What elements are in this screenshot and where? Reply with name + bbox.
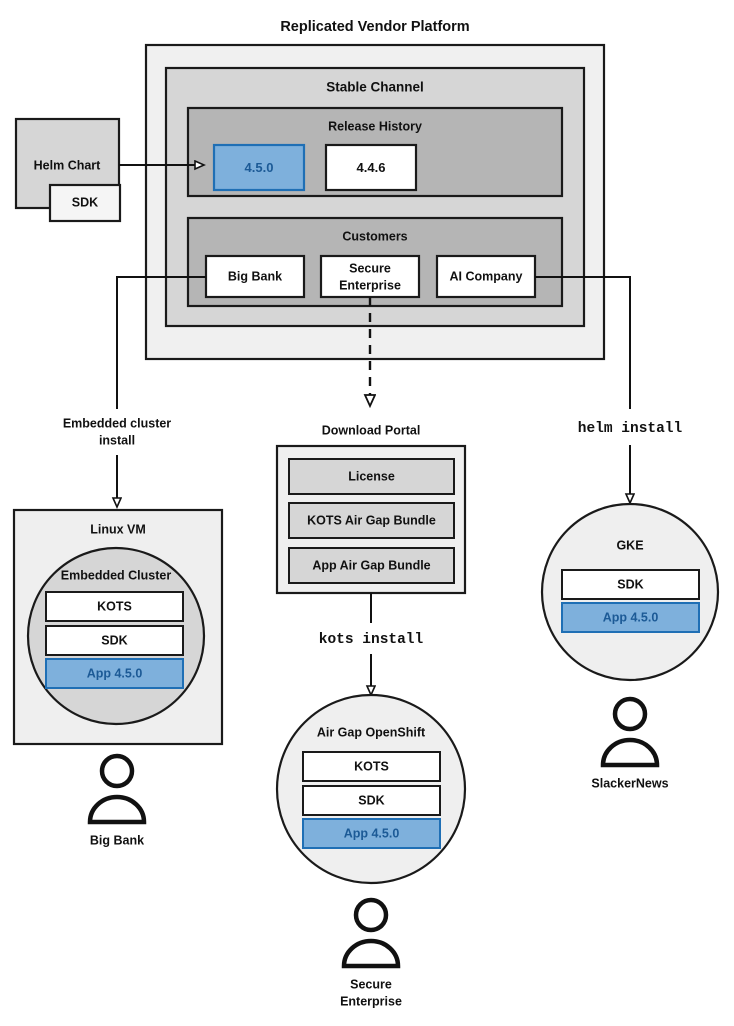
component-label: SDK [617,577,643,591]
component-label: SDK [358,793,384,807]
customers-label: Customers [342,229,407,243]
customer-card-ai-company[interactable]: AI Company [435,254,537,299]
sdk-label: SDK [72,195,98,209]
left-branch-label-line2: install [99,433,135,447]
component-label: SDK [101,633,127,647]
customer-name: Big Bank [228,269,282,283]
right-command-label: helm install [578,421,683,437]
connector-bigbank-to-linuxvm [116,276,206,409]
left-branch-label: Embedded cluster install [63,416,171,447]
gke-title: GKE [616,538,643,552]
release-chip-446[interactable]: 4.4.6 [324,143,418,192]
portal-item-label: App Air Gap Bundle [312,558,430,572]
helm-chart-label: Helm Chart [34,158,102,172]
component-app[interactable]: App 4.5.0 [45,658,184,689]
airgap-openshift-title: Air Gap OpenShift [317,725,426,739]
component-label: KOTS [97,599,132,613]
helm-chart-sdk-chip[interactable]: SDK [48,183,122,223]
component-label: App 4.5.0 [87,666,143,680]
linux-vm-title: Linux VM [90,522,146,536]
persona-big-bank: Big Bank [87,753,147,847]
download-portal-title: Download Portal [322,423,421,437]
component-sdk[interactable]: SDK [302,785,441,816]
left-branch-label-line1: Embedded cluster [63,416,171,430]
customer-name-line2: Enterprise [339,278,401,292]
component-kots[interactable]: KOTS [45,591,184,622]
component-app[interactable]: App 4.5.0 [302,818,441,849]
page-title: Replicated Vendor Platform [280,19,469,35]
release-history-container: Release History 4.5.0 4.4.6 [186,106,564,198]
customer-card-big-bank[interactable]: Big Bank [204,254,306,299]
center-command-label: kots install [319,632,424,648]
portal-item-label: KOTS Air Gap Bundle [307,513,436,527]
component-label: App 4.5.0 [603,610,659,624]
component-label: KOTS [354,759,389,773]
customer-name-line1: Secure [349,261,391,275]
stable-channel-label: Stable Channel [326,80,424,95]
persona-label-line1: Secure [350,977,392,991]
linux-vm-container: Linux VM Embedded Cluster KOTS SDK App 4… [12,508,224,746]
release-chip-450[interactable]: 4.5.0 [212,143,306,192]
persona-secure-enterprise: Secure Enterprise [340,897,402,1008]
release-version-label: 4.5.0 [245,160,274,175]
embedded-cluster-title: Embedded Cluster [61,568,172,582]
customers-container: Customers Big Bank Secure Enterprise AI … [186,216,564,308]
customer-name: AI Company [450,269,523,283]
portal-item-label: License [348,469,395,483]
gke-container: GKE SDK App 4.5.0 [540,502,720,682]
persona-label: SlackerNews [591,776,668,790]
portal-item-license[interactable]: License [288,458,455,495]
component-kots[interactable]: KOTS [302,751,441,782]
connector-aicompany-to-gke [535,276,631,409]
customer-card-secure-enterprise[interactable]: Secure Enterprise [319,254,421,299]
release-history-label: Release History [328,119,422,133]
airgap-openshift-container: Air Gap OpenShift KOTS SDK App 4.5.0 [275,693,467,885]
download-portal-container: Download Portal License KOTS Air Gap Bun… [275,423,467,595]
component-sdk[interactable]: SDK [45,625,184,656]
persona-label-line2: Enterprise [340,994,402,1008]
component-label: App 4.5.0 [344,826,400,840]
persona-label: Big Bank [90,833,144,847]
helm-chart-card[interactable]: Helm Chart SDK [14,117,122,223]
release-version-label: 4.4.6 [357,160,386,175]
component-app[interactable]: App 4.5.0 [561,602,700,633]
persona-slackernews: SlackerNews [591,696,669,790]
portal-item-kots-air-gap-bundle[interactable]: KOTS Air Gap Bundle [288,502,455,539]
component-sdk[interactable]: SDK [561,569,700,600]
portal-item-app-air-gap-bundle[interactable]: App Air Gap Bundle [288,547,455,584]
